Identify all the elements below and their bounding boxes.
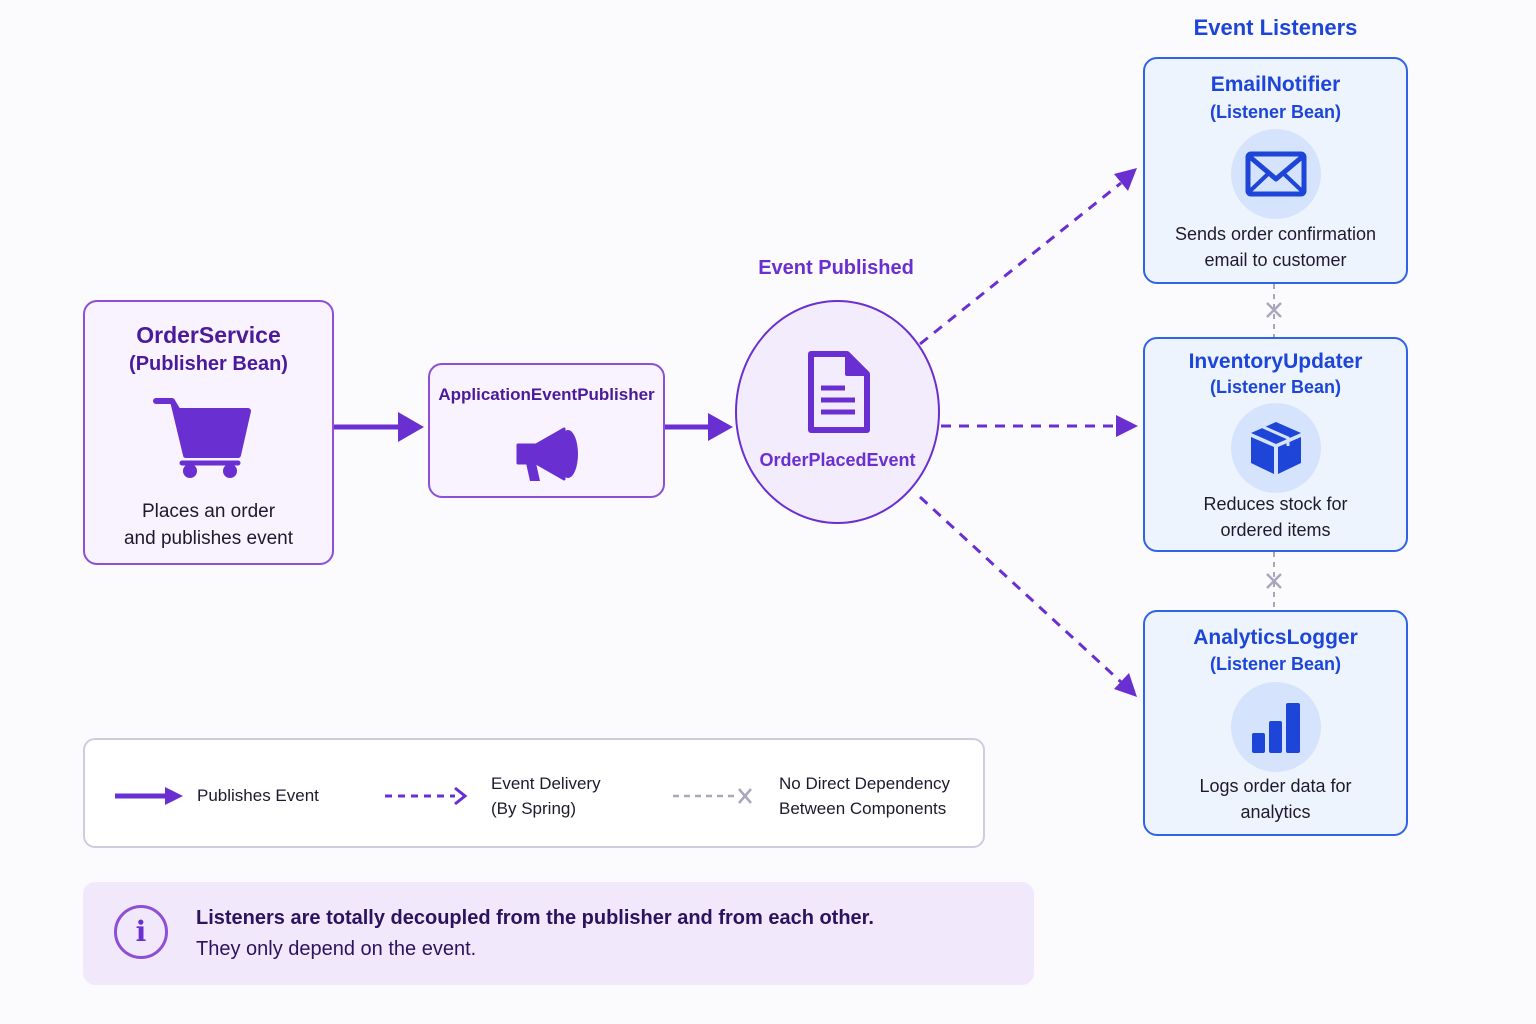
- inventory-updater-box: InventoryUpdater (Listener Bean) Reduces…: [1143, 337, 1408, 552]
- inventory-updater-title: InventoryUpdater: [1188, 350, 1363, 373]
- order-service-title: OrderService: [136, 322, 281, 348]
- legend-delivery-label-2: (By Spring): [491, 799, 577, 818]
- publish-arrow-1: [334, 412, 424, 442]
- legend-no-dependency-label-1: No Direct Dependency: [779, 774, 951, 793]
- email-notifier-subtitle: (Listener Bean): [1209, 102, 1342, 122]
- event-published-header: Event Published: [758, 257, 914, 279]
- envelope-icon: [1245, 151, 1307, 197]
- application-event-publisher-box: ApplicationEventPublisher: [428, 363, 665, 498]
- email-notifier-desc-2: email to customer: [1204, 250, 1347, 270]
- analytics-logger-box: AnalyticsLogger (Listener Bean) Logs ord…: [1143, 610, 1408, 836]
- analytics-icon-circle: [1231, 682, 1321, 772]
- legend-dashed-arrow: [385, 786, 468, 806]
- legend-publishes-label: Publishes Event: [197, 786, 319, 805]
- shopping-cart-icon: [152, 395, 252, 485]
- box-icon: [1251, 422, 1301, 474]
- analytics-logger-desc-2: analytics: [1240, 802, 1311, 822]
- analytics-logger-desc-1: Logs order data for: [1199, 776, 1352, 796]
- bar-chart-icon: [1252, 703, 1300, 753]
- no-dependency-connector-1: [1266, 284, 1282, 337]
- inventory-updater-desc-1: Reduces stock for: [1203, 494, 1348, 514]
- no-dependency-connector-2: [1266, 552, 1282, 610]
- order-service-desc-1: Places an order: [141, 501, 276, 522]
- info-bold-text: Listeners are totally decoupled from the…: [196, 907, 874, 929]
- info-banner: i Listeners are totally decoupled from t…: [83, 882, 1034, 985]
- order-placed-event-node: OrderPlacedEvent: [735, 300, 940, 524]
- info-normal-text: They only depend on the event.: [196, 938, 477, 960]
- legend-no-dependency-label-2: Between Components: [779, 799, 947, 818]
- megaphone-icon: [514, 425, 580, 490]
- legend-delivery-label-1: Event Delivery: [491, 774, 601, 793]
- legend-no-dependency-line: [673, 788, 752, 804]
- order-service-desc-2: and publishes event: [123, 528, 293, 549]
- email-notifier-desc-1: Sends order confirmation: [1174, 224, 1377, 244]
- publish-arrow-2: [665, 413, 733, 441]
- document-icon: [805, 350, 871, 441]
- inventory-updater-subtitle: (Listener Bean): [1209, 377, 1342, 397]
- legend: Publishes Event Event Delivery (By Sprin…: [83, 738, 985, 848]
- info-icon: i: [114, 905, 168, 959]
- legend-solid-arrow: [115, 787, 183, 805]
- order-service-subtitle: (Publisher Bean): [129, 353, 288, 375]
- analytics-logger-title: AnalyticsLogger: [1193, 626, 1358, 649]
- email-notifier-box: EmailNotifier (Listener Bean) Sends orde…: [1143, 57, 1408, 284]
- application-event-publisher-title: ApplicationEventPublisher: [438, 385, 655, 404]
- email-icon-circle: [1231, 129, 1321, 219]
- delivery-arrow-email: [919, 168, 1137, 346]
- order-placed-event-title: OrderPlacedEvent: [759, 450, 916, 470]
- analytics-logger-subtitle: (Listener Bean): [1209, 654, 1342, 674]
- email-notifier-title: EmailNotifier: [1210, 73, 1341, 96]
- delivery-arrow-analytics: [918, 495, 1137, 697]
- inventory-updater-desc-2: ordered items: [1220, 520, 1331, 540]
- inventory-icon-circle: [1231, 403, 1321, 493]
- delivery-arrow-inventory: [941, 415, 1138, 437]
- event-listeners-header: Event Listeners: [1193, 15, 1358, 40]
- order-service-box: OrderService (Publisher Bean) Places an …: [83, 300, 334, 565]
